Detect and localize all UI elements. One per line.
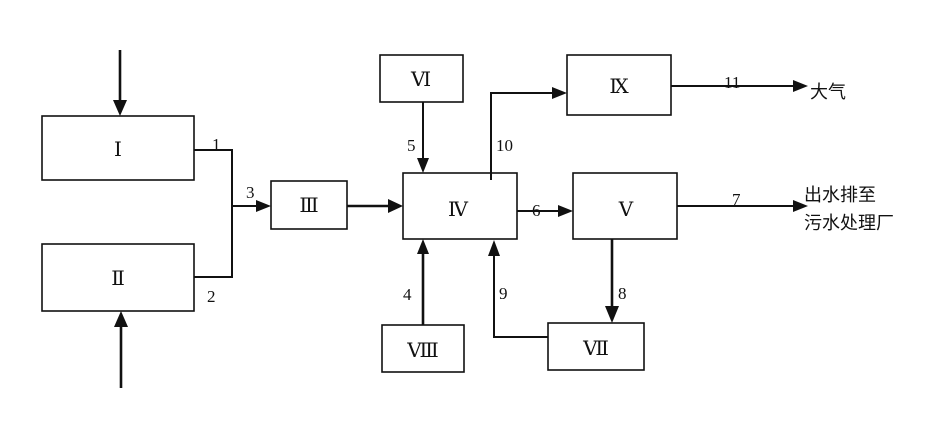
stream-3-label: 3: [246, 183, 255, 202]
unit-8-label: Ⅷ: [406, 338, 439, 362]
unit-6-box: [379, 54, 464, 103]
unit-2-label: Ⅱ: [111, 266, 125, 290]
atmosphere-label: 大气: [810, 82, 846, 103]
stream-6-arrow: [517, 205, 573, 217]
stream-4-arrow: [417, 239, 429, 325]
unit-7-box: [547, 322, 645, 371]
unit-3-box: [270, 180, 348, 230]
unit-8-box: [381, 324, 465, 373]
stream-10-label: 10: [496, 136, 513, 155]
unit-2-box: [41, 243, 195, 312]
stream-9-label: 9: [499, 284, 508, 303]
stream-9-arrow: [488, 240, 548, 338]
unit-5-label: Ⅴ: [618, 197, 634, 221]
effluent-label-line-2: 污水处理厂: [804, 213, 894, 234]
stream-7-arrow: [677, 200, 808, 212]
unit-7: Ⅶ: [547, 322, 645, 371]
stream-6-label: 6: [532, 201, 541, 220]
unit-7-label: Ⅶ: [582, 336, 609, 360]
stream-11-arrow: [671, 80, 808, 92]
unit-1-box: [41, 115, 195, 181]
stream-8-arrow: [605, 239, 619, 323]
unit-6-label: Ⅵ: [410, 67, 431, 91]
unit-2: Ⅱ: [41, 243, 195, 312]
unit-4-label: Ⅳ: [448, 197, 469, 221]
stream-2-label: 2: [207, 287, 216, 306]
unit-9-label: Ⅸ: [609, 74, 629, 98]
stream-2-line: [194, 208, 233, 278]
effluent-label-line-1: 出水排至: [804, 185, 876, 206]
stream-11-label: 11: [724, 73, 740, 92]
unit-1-label: Ⅰ: [114, 137, 122, 161]
stream-1-label: 1: [212, 135, 221, 154]
unit-8: Ⅷ: [381, 324, 465, 373]
arrow-unit-3-to-unit-4: [347, 199, 403, 213]
stream-7-label: 7: [732, 190, 741, 209]
unit-4-box: [402, 172, 518, 240]
unit-1: Ⅰ: [41, 115, 195, 181]
feed-arrow-unit-2: [114, 311, 128, 388]
stream-5-arrow: [417, 102, 429, 173]
unit-5: Ⅴ: [572, 172, 678, 240]
unit-9-box: [566, 54, 672, 116]
unit-3: Ⅲ: [270, 180, 348, 230]
unit-9: Ⅸ: [566, 54, 672, 116]
stream-8-label: 8: [618, 284, 627, 303]
stream-10-arrow: [490, 87, 567, 180]
unit-5-box: [572, 172, 678, 240]
stream-5-label: 5: [407, 136, 416, 155]
stream-4-label: 4: [403, 285, 412, 304]
stream-1-line: [194, 149, 233, 208]
feed-arrow-unit-1: [113, 50, 127, 116]
unit-3-label: Ⅲ: [299, 193, 318, 217]
unit-4: Ⅳ: [402, 172, 518, 240]
stream-3-arrow: [232, 200, 271, 212]
unit-6: Ⅵ: [379, 54, 464, 103]
